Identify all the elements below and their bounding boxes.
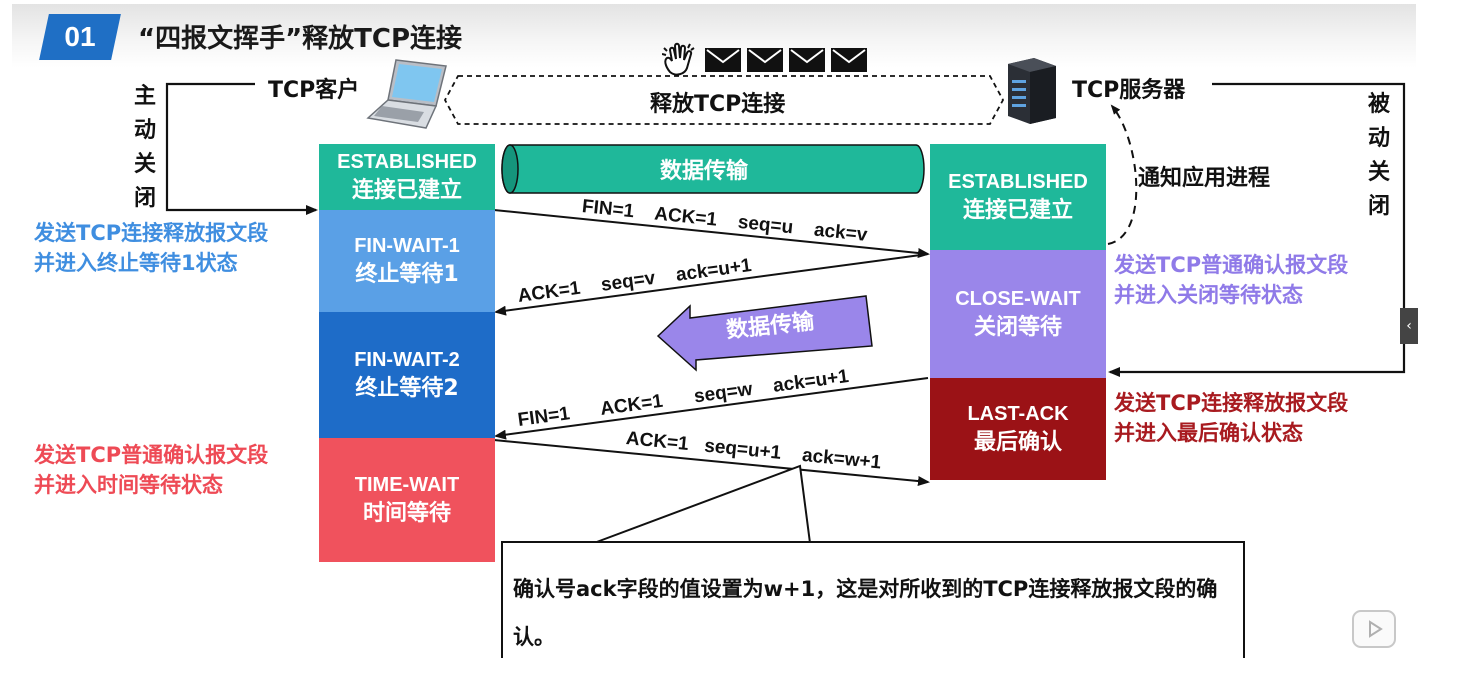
packet-field: FIN=1: [580, 196, 636, 223]
left-note-ack: 发送TCP普通确认报文段 并进入时间等待状态: [34, 440, 268, 500]
client-state-time-wait: TIME-WAIT 时间等待: [319, 438, 495, 562]
server-icon: [1004, 56, 1060, 126]
release-dashed-box: [443, 75, 1005, 125]
data-arrow-mid: [656, 295, 873, 372]
client-state-fin-wait-1: FIN-WAIT-1 终止等待1: [319, 210, 495, 312]
passive-close-bracket: [1108, 82, 1406, 377]
note-line: 并进入终止等待1状态: [34, 251, 238, 275]
video-play-button[interactable]: [1352, 610, 1396, 648]
client-state-fin-wait-2: FIN-WAIT-2 终止等待2: [319, 312, 495, 438]
note-line: 并进入最后确认状态: [1114, 421, 1303, 445]
notify-app-label: 通知应用进程: [1138, 166, 1271, 191]
ack-explanation-text: 确认号ack字段的值设置为w+1，这是对所收到的TCP连接释放报文段的确认。: [513, 577, 1218, 649]
state-cn: 终止等待2: [355, 375, 459, 401]
state-cn: 连接已建立: [351, 177, 462, 203]
server-state-last-ack: LAST-ACK 最后确认: [930, 378, 1106, 480]
state-en: TIME-WAIT: [354, 473, 460, 496]
server-label: TCP服务器: [1072, 78, 1186, 103]
laptop-icon: [366, 58, 448, 130]
right-note-fin: 发送TCP连接释放报文段 并进入最后确认状态: [1114, 388, 1348, 448]
state-en: LAST-ACK: [967, 402, 1069, 425]
state-cn: 连接已建立: [962, 197, 1073, 223]
release-label: 释放TCP连接: [650, 92, 786, 117]
notify-app-curve: [1107, 104, 1138, 245]
server-state-established: ESTABLISHED 连接已建立: [930, 144, 1106, 250]
state-cn: 终止等待1: [355, 261, 459, 287]
state-cn: 时间等待: [362, 500, 451, 526]
data-cylinder-cap: [501, 144, 519, 194]
side-panel-toggle[interactable]: ‹: [1400, 308, 1418, 344]
passive-close-label: 被动关闭: [1366, 88, 1392, 224]
state-en: CLOSE-WAIT: [955, 287, 1081, 310]
note-line: 发送TCP普通确认报文段: [34, 443, 269, 467]
client-state-established: ESTABLISHED 连接已建立: [319, 144, 495, 210]
callout-pointer: [593, 464, 811, 544]
server-state-close-wait: CLOSE-WAIT 关闭等待: [930, 250, 1106, 378]
envelope-icon: [789, 48, 825, 72]
envelope-icon: [831, 48, 867, 72]
packet-field: ack=v: [813, 219, 869, 246]
envelope-icons: [705, 47, 873, 73]
right-note-ack: 发送TCP普通确认报文段 并进入关闭等待状态: [1114, 250, 1348, 310]
packet-arrow-1: [493, 209, 930, 258]
video-play-icon: [1369, 620, 1383, 638]
packet-arrow-3: [494, 377, 929, 440]
active-close-bracket: [165, 82, 318, 215]
active-close-text: 主动关闭: [133, 84, 156, 211]
chevron-left-icon: ‹: [1406, 318, 1412, 334]
envelope-icon: [747, 48, 783, 72]
packet-arrow-2: [494, 253, 929, 316]
passive-close-text: 被动关闭: [1367, 92, 1390, 219]
client-label: TCP客户: [268, 78, 360, 103]
note-line: 发送TCP连接释放报文段: [34, 221, 269, 245]
state-en: ESTABLISHED: [337, 150, 477, 173]
packet-field: seq=u: [736, 211, 795, 239]
note-line: 发送TCP连接释放报文段: [1114, 391, 1349, 415]
note-line: 发送TCP普通确认报文段: [1114, 253, 1349, 277]
data-transfer-top-label: 数据传输: [660, 159, 749, 184]
slide-title: “四报文挥手”释放TCP连接: [138, 24, 463, 54]
note-line: 并进入关闭等待状态: [1114, 283, 1303, 307]
state-en: FIN-WAIT-2: [354, 348, 460, 371]
hand-wave-icon: [661, 42, 696, 78]
left-note-fin: 发送TCP连接释放报文段 并进入终止等待1状态: [34, 218, 268, 278]
state-en: FIN-WAIT-1: [354, 234, 460, 257]
state-cn: 最后确认: [973, 429, 1062, 455]
packet-arrow-4: [493, 439, 930, 487]
envelope-icon: [705, 48, 741, 72]
state-en: ESTABLISHED: [948, 170, 1088, 193]
ack-explanation-callout: 确认号ack字段的值设置为w+1，这是对所收到的TCP连接释放报文段的确认。: [501, 541, 1245, 658]
note-line: 并进入时间等待状态: [34, 473, 223, 497]
active-close-label: 主动关闭: [132, 80, 158, 216]
state-cn: 关闭等待: [973, 314, 1062, 340]
